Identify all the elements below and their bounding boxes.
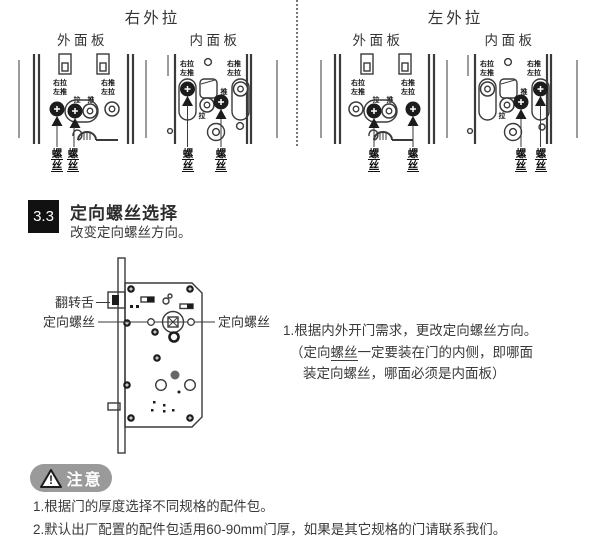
svg-text:!: ! (49, 473, 53, 487)
notice-badge-label: 注意 (66, 472, 103, 489)
mini-label: 左推 (179, 68, 194, 77)
mini-label: 左拉 (526, 68, 541, 77)
mini-label: 左推 (479, 68, 494, 77)
diagram-left-pull-outer-panel: 右拉 左推 拉 推 右推 左拉 螺 丝 螺 丝 (320, 53, 448, 172)
svg-text:丝: 丝 (408, 159, 419, 172)
mini-label: 右推 (526, 59, 541, 68)
diagram-right-pull-outer-panel: 右拉 左推 拉 推 右推 左拉 螺 丝 螺 丝 (18, 53, 147, 172)
diagram-right-pull-inner-panel: 右拉 左推 右推 左拉 拉 推 螺 丝 螺 丝 (166, 54, 278, 172)
inner-panel-label-right: 内面板 (189, 33, 241, 48)
directional-screw-label-left: 定向螺丝 (43, 315, 95, 330)
screw-callout: 螺 丝 螺 丝 (368, 147, 419, 172)
directional-screw-label-right: 定向螺丝 (218, 315, 270, 330)
screw-positions (48, 99, 120, 128)
section-title: 定向螺丝选择 (70, 204, 178, 223)
notice-item-1: 1.根据门的厚度选择不同规格的配件包。 (33, 499, 274, 514)
svg-text:推: 推 (521, 87, 528, 96)
right-outer-pull-title: 右外拉 (124, 10, 181, 27)
notice-badge: ! 注意 (30, 464, 112, 492)
mini-label: 右推 (100, 78, 115, 87)
directional-screw-hole-left (147, 318, 155, 326)
diagram-left-pull-inner-panel: 右拉 左推 右推 左拉 拉 推 螺 丝 螺 丝 (466, 54, 578, 172)
screw-callout: 螺 丝 螺 丝 (51, 147, 79, 172)
mini-label: 左推 (350, 87, 365, 96)
outer-panel-label-left: 外面板 (352, 33, 404, 48)
mini-label: 右推 (400, 78, 415, 87)
instruction-line-2: （定向螺丝一定要装在门的内侧，即哪面 (290, 344, 533, 361)
mini-label: 右拉 (179, 59, 194, 68)
screw-callout: 螺 丝 螺 丝 (515, 147, 547, 172)
section-subtitle: 改变定向螺丝方向。 (70, 225, 192, 240)
instruction-line-1: 1.根据内外开门需求，更改定向螺丝方向。 (283, 323, 538, 338)
svg-text:螺: 螺 (216, 147, 227, 160)
mounting-slots (58, 53, 110, 75)
directional-screw-hole-right (187, 318, 195, 326)
svg-text:丝: 丝 (216, 159, 227, 172)
mini-label: 左推 (52, 87, 67, 96)
svg-text:丝: 丝 (369, 159, 380, 172)
flip-tongue (107, 291, 126, 309)
svg-text:螺: 螺 (68, 147, 79, 160)
handle-icon (368, 129, 413, 141)
screw-positions: 拉 推 (466, 78, 550, 142)
svg-text:螺: 螺 (52, 147, 63, 160)
handle-icon (72, 129, 118, 141)
mini-label: 左拉 (100, 87, 115, 96)
mini-label: 左拉 (226, 68, 241, 77)
mini-label: 右拉 (479, 59, 494, 68)
mini-label: 右拉 (52, 78, 67, 87)
mini-label: 左拉 (400, 87, 415, 96)
svg-text:螺: 螺 (536, 147, 547, 160)
inner-panel-label-left: 内面板 (484, 33, 536, 48)
svg-text:拉: 拉 (199, 111, 206, 120)
section-number-badge: 3.3 (28, 200, 59, 233)
svg-text:丝: 丝 (52, 159, 63, 172)
svg-text:丝: 丝 (183, 159, 194, 172)
notice-item-2: 2.默认出厂配置的配件包适用60-90mm门厚，如果是其它规格的门请联系我们。 (33, 521, 507, 537)
instruction-line-3: 装定向螺丝，哪面必须是内面板） (303, 366, 506, 381)
svg-text:丝: 丝 (536, 159, 547, 172)
svg-text:螺: 螺 (183, 147, 194, 160)
svg-text:丝: 丝 (516, 159, 527, 172)
screw-positions (348, 99, 422, 128)
warning-triangle-icon: ! (40, 468, 63, 488)
deadbolt (107, 402, 121, 411)
emphasized-screw-text: 螺丝 (330, 344, 358, 361)
left-outer-pull-title: 左外拉 (427, 10, 484, 27)
mini-label: 推 (88, 95, 95, 104)
svg-text:丝: 丝 (68, 159, 79, 172)
dotted-divider (296, 0, 298, 146)
mini-label: 推 (387, 95, 394, 104)
screw-callout: 螺 丝 螺 丝 (182, 147, 227, 172)
screw-positions: 拉 推 (166, 78, 250, 142)
mounting-slots (360, 53, 412, 75)
svg-text:螺: 螺 (516, 147, 527, 160)
mortise-lock-diagram: 翻转舌 定向螺丝 定向螺丝 (43, 257, 270, 454)
flip-tongue-label: 翻转舌 (55, 295, 94, 310)
svg-text:螺: 螺 (408, 147, 419, 160)
outer-panel-label-right: 外面板 (57, 33, 108, 48)
notice-items: 1.根据门的厚度选择不同规格的配件包。 2.默认出厂配置的配件包适用60-90m… (33, 496, 506, 541)
svg-text:拉: 拉 (499, 111, 506, 120)
svg-text:推: 推 (221, 87, 228, 96)
instruction-text: 1.根据内外开门需求，更改定向螺丝方向。 （定向螺丝一定要装在门的内侧，即哪面 … (283, 320, 595, 385)
svg-text:螺: 螺 (369, 147, 380, 160)
mini-label: 右推 (226, 59, 241, 68)
mini-label: 右拉 (350, 78, 365, 87)
